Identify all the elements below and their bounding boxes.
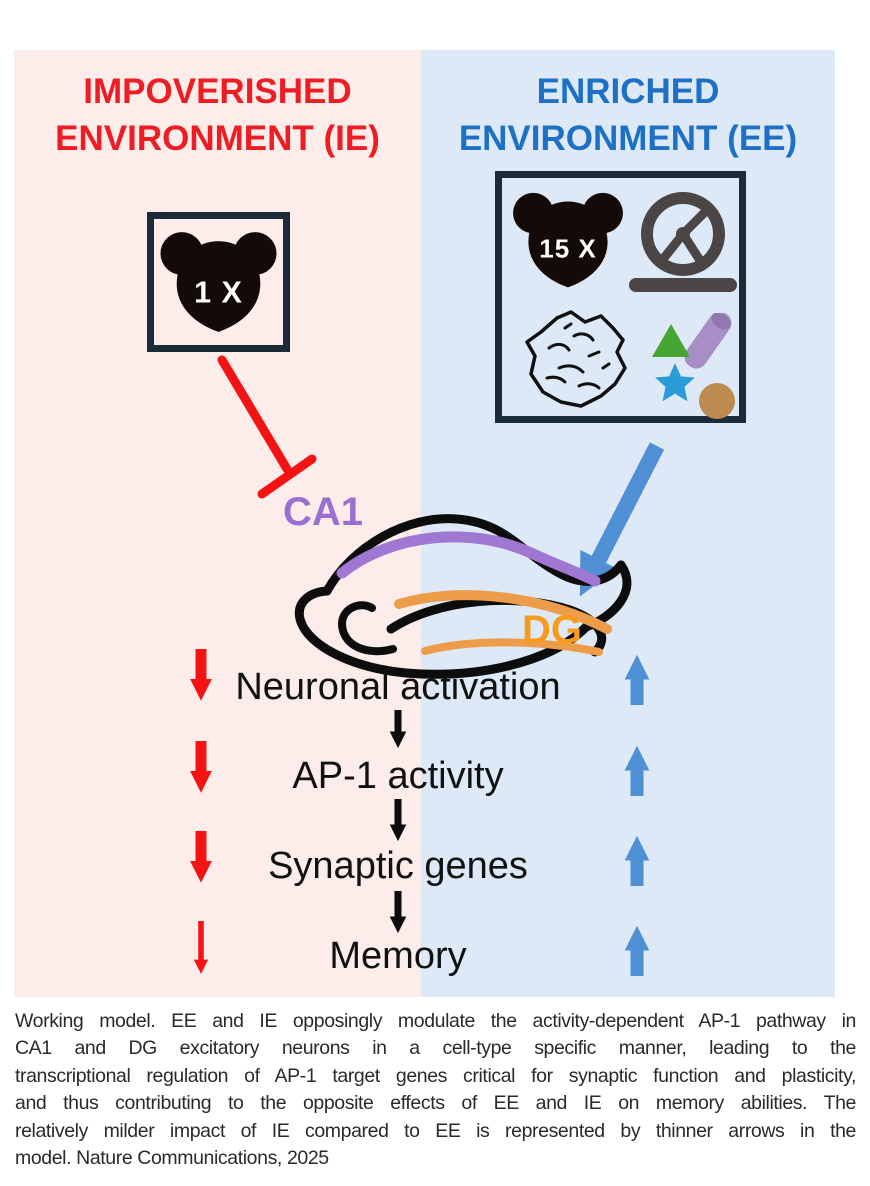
enriched-title-line2: ENVIRONMENT (EE) [458, 119, 798, 158]
ie-mouse-count: 1 X [194, 275, 243, 309]
caption-line: and thus contributing to the opposite ef… [15, 1092, 856, 1115]
running-wheel-icon [629, 192, 737, 292]
caption-line: transcriptional regulation of AP-1 targe… [15, 1064, 856, 1087]
impoverished-title-line1: IMPOVERISHED [83, 72, 352, 111]
cascade-row-neuronal-activation: Neuronal activation [235, 666, 561, 708]
mouse-head-15x-icon: 15 X [513, 192, 623, 288]
toy-shapes-group [652, 313, 735, 419]
caption-line: relatively milder impact of IE compared … [15, 1119, 856, 1142]
caption-line: CA1 and DG excitatory neurons in a cell-… [15, 1037, 856, 1060]
caption-line: Working model. EE and IE opposingly modu… [15, 1010, 856, 1032]
nesting-material-icon [525, 310, 627, 408]
enriched-title: ENRICHED ENVIRONMENT (EE) [421, 68, 835, 162]
cascade-row-memory: Memory [329, 935, 467, 977]
triangle-toy-icon [652, 324, 690, 357]
ee-cage-box: 15 X [495, 171, 746, 423]
figure-caption: Working model. EE and IE opposingly modu… [15, 1008, 856, 1172]
caption-line-source: model. Nature Communications, 2025 [15, 1147, 329, 1170]
impoverished-title-line2: ENVIRONMENT (IE) [55, 119, 380, 158]
mouse-head-1x-icon: 1 X [160, 232, 277, 332]
ball-toy-icon [699, 383, 735, 419]
cascade-row-ap1-activity: AP-1 activity [292, 755, 504, 797]
star-toy-icon [655, 363, 695, 402]
ee-mouse-count: 15 X [539, 233, 596, 263]
dg-label: DG [522, 608, 582, 652]
cascade-row-synaptic-genes: Synaptic genes [268, 845, 528, 887]
impoverished-title: IMPOVERISHED ENVIRONMENT (IE) [14, 68, 421, 162]
enriched-title-line1: ENRICHED [536, 72, 720, 111]
ie-cage-box: 1 X [147, 212, 290, 352]
cylinder-toy-icon [684, 313, 732, 369]
ca1-label: CA1 [283, 490, 364, 534]
